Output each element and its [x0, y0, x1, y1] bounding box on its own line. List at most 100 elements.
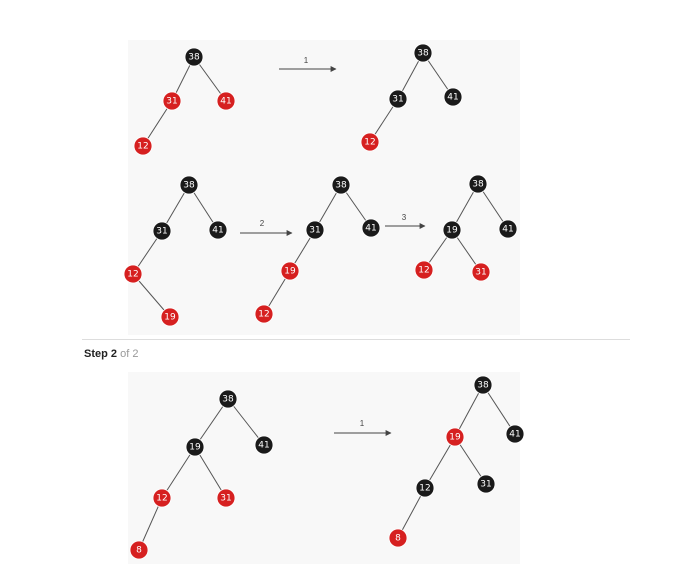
- node-circle: [133, 136, 153, 156]
- tree-edge: [482, 384, 516, 435]
- tree-node-19: 19: [280, 261, 300, 281]
- transform-arrow: 2: [240, 219, 293, 236]
- tree-node-8: 8: [129, 540, 149, 560]
- node-circle: [152, 488, 172, 508]
- node-value: 19: [164, 313, 176, 323]
- node-circle: [471, 262, 491, 282]
- node-value: 8: [136, 546, 142, 556]
- step-total: of 2: [120, 348, 139, 360]
- node-value: 41: [212, 226, 223, 236]
- node-circle: [476, 474, 496, 494]
- tree-s1-t4: 38 31 41 19 12: [254, 175, 381, 324]
- tree-edge: [138, 497, 163, 551]
- step-word: Step: [84, 348, 108, 360]
- node-value: 31: [309, 226, 320, 236]
- tree-node-41: 41: [443, 87, 463, 107]
- tree-node-19: 19: [442, 220, 462, 240]
- tree-node-31: 31: [476, 474, 496, 494]
- tree-node-38: 38: [184, 47, 204, 67]
- tree-node-38: 38: [331, 175, 351, 195]
- node-value: 31: [480, 480, 491, 490]
- node-value: 19: [284, 267, 296, 277]
- node-value: 38: [477, 381, 489, 391]
- node-value: 12: [127, 270, 138, 280]
- tree-s1-t1: 38 31 41 12: [133, 47, 236, 156]
- arrow-step-label: 1: [304, 56, 309, 65]
- tree-node-31: 31: [216, 488, 236, 508]
- tree-node-38: 38: [179, 175, 199, 195]
- node-circle: [305, 220, 325, 240]
- tree-s1-t2: 38 31 41 12: [360, 43, 463, 152]
- node-value: 38: [188, 53, 200, 63]
- tree-node-19: 19: [445, 427, 465, 447]
- tree-node-19: 19: [160, 307, 180, 327]
- node-value: 38: [222, 395, 234, 405]
- node-circle: [216, 91, 236, 111]
- node-circle: [505, 424, 525, 444]
- tree-node-31: 31: [471, 262, 491, 282]
- tree-node-41: 41: [498, 219, 518, 239]
- step-current: 2: [110, 348, 118, 360]
- tree-node-41: 41: [254, 435, 274, 455]
- node-value: 12: [419, 484, 430, 494]
- tree-node-31: 31: [162, 91, 182, 111]
- tree-node-12: 12: [360, 132, 380, 152]
- tree-node-38: 38: [468, 174, 488, 194]
- node-circle: [443, 87, 463, 107]
- tree-edge: [397, 487, 426, 539]
- tree-node-12: 12: [415, 478, 435, 498]
- tree-node-41: 41: [216, 91, 236, 111]
- step-indicator: Step 2 of 2: [84, 348, 138, 360]
- node-circle: [468, 174, 488, 194]
- node-circle: [129, 540, 149, 560]
- node-value: 31: [475, 268, 486, 278]
- node-circle: [185, 437, 205, 457]
- node-value: 8: [395, 534, 401, 544]
- tree-node-12: 12: [414, 260, 434, 280]
- step-2-panel: [128, 372, 520, 564]
- node-circle: [442, 220, 462, 240]
- node-value: 41: [258, 441, 269, 451]
- tree-node-38: 38: [218, 389, 238, 409]
- tree-edge: [424, 436, 456, 489]
- node-circle: [179, 175, 199, 195]
- tree-node-8: 8: [388, 528, 408, 548]
- node-value: 41: [447, 93, 458, 103]
- node-circle: [388, 528, 408, 548]
- node-value: 12: [137, 142, 148, 152]
- node-value: 12: [418, 266, 429, 276]
- transform-arrow: 1: [279, 56, 337, 72]
- tree-node-12: 12: [152, 488, 172, 508]
- tree-node-12: 12: [254, 304, 274, 324]
- tree-edge: [194, 446, 227, 499]
- node-circle: [184, 47, 204, 67]
- node-value: 12: [258, 310, 269, 320]
- tree-node-31: 31: [305, 220, 325, 240]
- node-circle: [361, 218, 381, 238]
- node-value: 31: [156, 227, 167, 237]
- tree-edge: [161, 446, 196, 499]
- node-circle: [388, 89, 408, 109]
- node-value: 31: [392, 95, 403, 105]
- node-circle: [414, 260, 434, 280]
- node-circle: [160, 307, 180, 327]
- node-value: 41: [365, 224, 376, 234]
- node-circle: [152, 221, 172, 241]
- tree-node-12: 12: [133, 136, 153, 156]
- node-value: 38: [472, 180, 484, 190]
- transform-arrow: 1: [334, 419, 392, 436]
- node-circle: [216, 488, 236, 508]
- tree-edge: [132, 273, 171, 318]
- node-value: 31: [220, 494, 231, 504]
- node-value: 12: [156, 494, 167, 504]
- tree-s1-t3: 38 31 41 12 19: [123, 175, 228, 327]
- tree-s1-t5: 38 19 41 12 31: [414, 174, 518, 282]
- node-circle: [254, 435, 274, 455]
- tree-node-38: 38: [473, 375, 493, 395]
- arrow-step-label: 3: [402, 213, 407, 222]
- node-circle: [208, 220, 228, 240]
- node-circle: [473, 375, 493, 395]
- tree-node-38: 38: [413, 43, 433, 63]
